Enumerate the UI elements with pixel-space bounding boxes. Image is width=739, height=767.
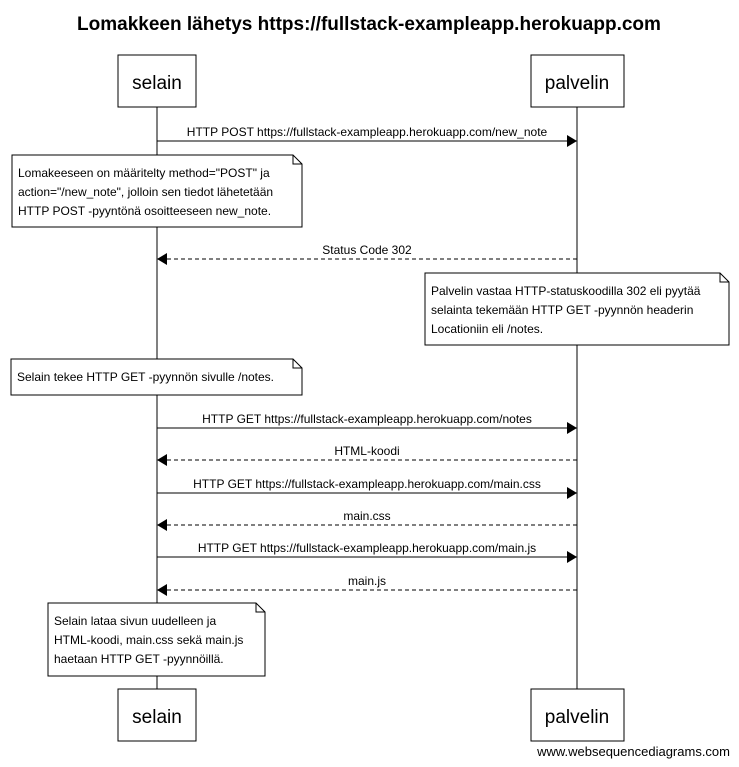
participant-box [530, 688, 625, 742]
participant-label: palvelin [545, 707, 609, 728]
participant-label: selain [132, 707, 182, 728]
note-box [424, 272, 730, 346]
participant-box [117, 688, 197, 742]
participant-label: palvelin [545, 73, 609, 94]
note-fold [292, 155, 302, 165]
note-fold [292, 359, 302, 369]
message-label: HTTP POST https://fullstack-exampleapp.h… [187, 125, 548, 139]
message: main.css [157, 509, 577, 531]
note-list: Lomakeeseen on määritelty method="POST" … [10, 154, 730, 677]
message-label: HTTP GET https://fullstack-exampleapp.he… [198, 541, 536, 555]
participant-selain-bottom: selain [117, 688, 197, 742]
note-line: Selain tekee HTTP GET -pyynnön sivulle /… [17, 370, 274, 384]
note-line: Palvelin vastaa HTTP-statuskoodilla 302 … [431, 284, 701, 298]
message-label: Status Code 302 [322, 243, 412, 257]
participant-selain-top: selain [117, 54, 197, 108]
message: main.js [157, 574, 577, 596]
note-fold [255, 603, 265, 613]
note-line: selainta tekemään HTTP GET -pyynnön head… [431, 303, 693, 317]
note-box [11, 154, 303, 228]
message: HTML-koodi [157, 444, 577, 466]
note: Selain tekee HTTP GET -pyynnön sivulle /… [10, 358, 303, 396]
note-box [47, 602, 266, 677]
message: HTTP GET https://fullstack-exampleapp.he… [157, 412, 577, 434]
message: Status Code 302 [157, 243, 577, 265]
note-line: haetaan HTTP GET -pyynnöillä. [54, 652, 224, 666]
watermark: www.websequencediagrams.com [536, 744, 730, 759]
participant-label: selain [132, 73, 182, 94]
note-fold [719, 273, 729, 283]
message-label: HTTP GET https://fullstack-exampleapp.he… [202, 412, 532, 426]
message: HTTP GET https://fullstack-exampleapp.he… [157, 477, 577, 499]
message-label: HTML-koodi [334, 444, 399, 458]
message: HTTP POST https://fullstack-exampleapp.h… [157, 125, 577, 147]
participant-box [530, 54, 625, 108]
note-line: Locationiin eli /notes. [431, 322, 543, 336]
note-box [10, 358, 303, 396]
diagram-title: Lomakkeen lähetys https://fullstack-exam… [77, 14, 661, 35]
message-label: main.css [343, 509, 390, 523]
message: HTTP GET https://fullstack-exampleapp.he… [157, 541, 577, 563]
note-line: action="/new_note", jolloin sen tiedot l… [18, 185, 273, 199]
message-label: main.js [348, 574, 386, 588]
message-list: HTTP POST https://fullstack-exampleapp.h… [157, 125, 577, 596]
participant-palvelin-bottom: palvelin [530, 688, 625, 742]
note: Lomakeeseen on määritelty method="POST" … [11, 154, 303, 228]
note-line: Lomakeeseen on määritelty method="POST" … [18, 166, 270, 180]
note-line: Selain lataa sivun uudelleen ja [54, 614, 216, 628]
message-label: HTTP GET https://fullstack-exampleapp.he… [193, 477, 541, 491]
participant-box [117, 54, 197, 108]
participant-palvelin-top: palvelin [530, 54, 625, 108]
note-line: HTTP POST -pyyntönä osoitteeseen new_not… [18, 204, 271, 218]
note-line: HTML-koodi, main.css sekä main.js [54, 633, 243, 647]
note: Selain lataa sivun uudelleen ja HTML-kood… [47, 602, 266, 677]
note: Palvelin vastaa HTTP-statuskoodilla 302 … [424, 272, 730, 346]
